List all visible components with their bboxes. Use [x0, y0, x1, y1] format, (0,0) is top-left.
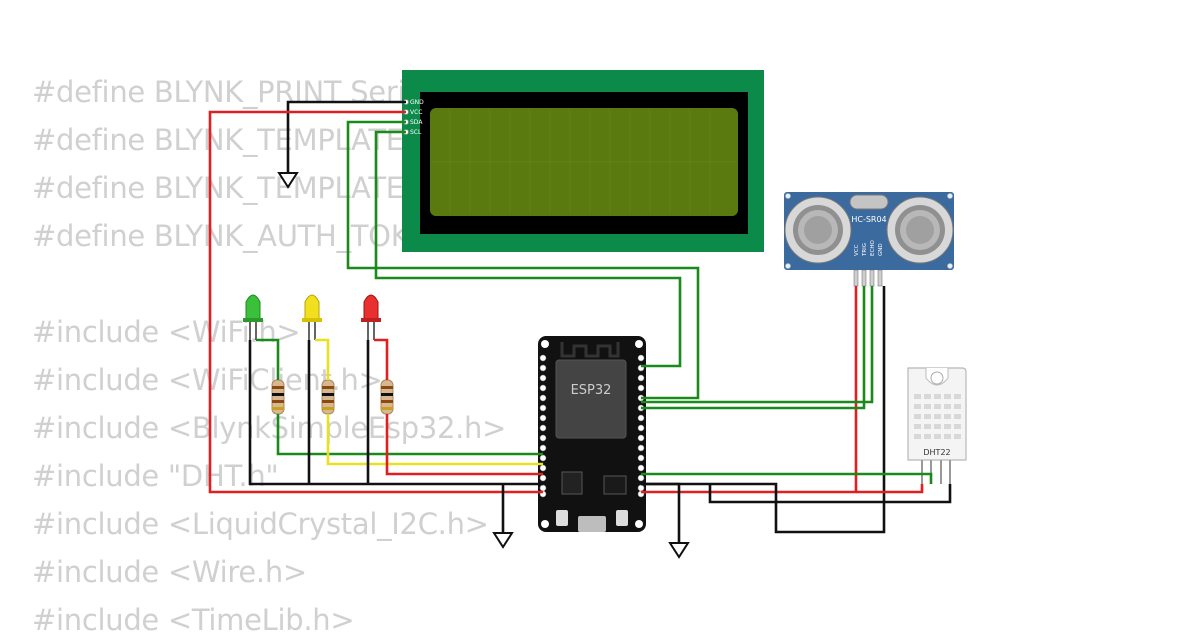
- hc-pin-trig: TRIG: [862, 243, 868, 257]
- lcd-pin-sda: SDA: [410, 119, 423, 126]
- ultrasonic-sensor[interactable]: HC-SR04 VCC TRIG ECHO GND: [784, 192, 954, 287]
- code-line: #include <LiquidCrystal_I2C.h>: [32, 507, 489, 541]
- wire-led-yellow-anode: [315, 338, 543, 466]
- left-transducer: [784, 196, 852, 264]
- ground-symbol-left: [492, 532, 514, 549]
- wire-dht-gnd: [708, 484, 952, 504]
- ground-symbol-right: [668, 542, 690, 559]
- led-red[interactable]: [361, 294, 381, 340]
- dht22-sensor[interactable]: DHT22: [907, 367, 967, 484]
- lcd-display[interactable]: GND VCC SDA SCL: [402, 70, 764, 252]
- wire-led-green-anode: [256, 338, 543, 456]
- wire-lcd-gnd: [286, 100, 406, 173]
- wire-led-red-anode: [374, 338, 543, 476]
- led-green[interactable]: [243, 294, 263, 340]
- wire-lcd-scl: [374, 130, 682, 368]
- esp32-module: [555, 359, 627, 439]
- led-yellow[interactable]: [302, 294, 322, 340]
- esp32-board[interactable]: ESP32: [538, 336, 646, 532]
- wire-led-green-cathode: [248, 340, 543, 486]
- resistor-3[interactable]: [380, 379, 394, 415]
- lcd-pin-gnd: GND: [410, 99, 424, 106]
- resistor-1[interactable]: [271, 379, 285, 415]
- hc-pin-echo: ECHO: [870, 240, 876, 256]
- lcd-pin-vcc: VCC: [410, 109, 422, 116]
- code-line: #include "DHT.h": [32, 459, 279, 493]
- boot-button[interactable]: [556, 510, 568, 526]
- hc-pin-gnd: GND: [878, 243, 884, 256]
- wire-dht-data: [641, 472, 933, 484]
- wire-esp32-gnd-right: [641, 482, 681, 543]
- wire-dht-vcc: [856, 484, 924, 494]
- hc-pin-vcc: VCC: [854, 244, 860, 256]
- dht-label: DHT22: [923, 448, 950, 457]
- reset-button[interactable]: [616, 510, 628, 526]
- code-line: #include <BlynkSimpleEsp32.h>: [32, 411, 507, 445]
- esp32-label: ESP32: [571, 383, 612, 398]
- ground-symbol-lcd: [277, 172, 299, 189]
- wire-hc-echo: [641, 286, 874, 404]
- wire-hc-vcc: [641, 286, 858, 494]
- circuit-diagram: GND VCC SDA SCL HC-SR04 VCC TRIG ECHO: [208, 70, 967, 559]
- resistor-2[interactable]: [321, 379, 335, 415]
- hc-label: HC-SR04: [851, 215, 886, 224]
- right-transducer: [886, 196, 954, 264]
- wire-hc-trig: [641, 286, 866, 410]
- wire-hc-gnd: [641, 286, 886, 534]
- lcd-pin-scl: SCL: [410, 129, 422, 136]
- wire-lcd-sda: [346, 120, 700, 400]
- usb-uart-chip: [603, 475, 627, 495]
- code-line: #include <Wire.h>: [32, 555, 307, 589]
- wire-lcd-vcc: [208, 110, 543, 494]
- regulator-chip: [561, 471, 583, 495]
- usb-port: [578, 516, 606, 532]
- hc-crystal: [849, 194, 889, 210]
